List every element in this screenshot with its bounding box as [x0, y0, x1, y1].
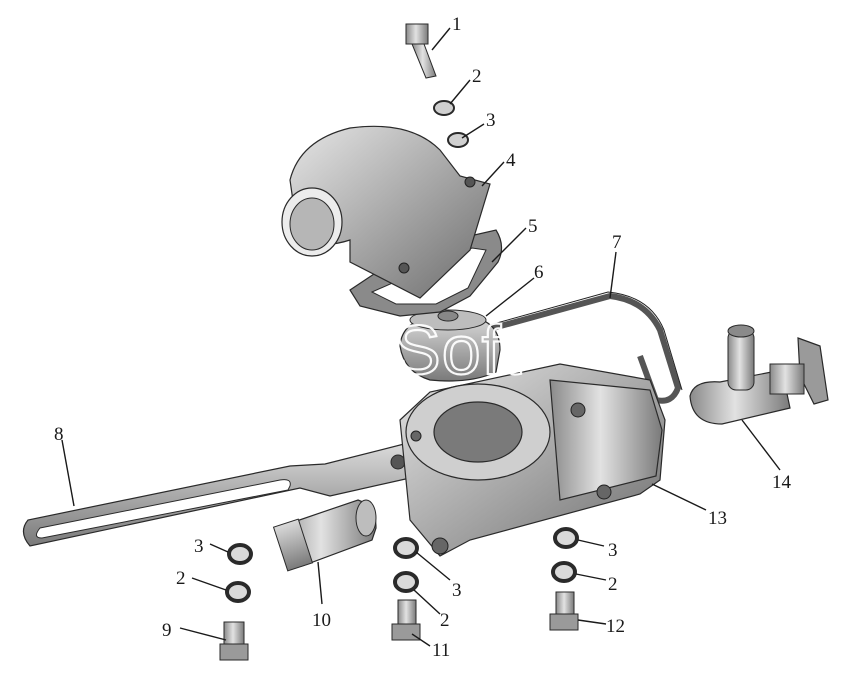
- part-12-bolt: [549, 591, 579, 631]
- callout-5: 5: [528, 216, 538, 237]
- leader-lines: [61, 27, 781, 647]
- callout-7: 7: [612, 232, 622, 253]
- callout-6: 6: [534, 262, 544, 283]
- part-2-washer-right: [551, 561, 577, 583]
- callout-1: 1: [452, 14, 462, 35]
- part-4-elbow: [281, 125, 491, 299]
- part-2-washer-mid: [393, 571, 419, 593]
- callout-4: 4: [506, 150, 516, 171]
- callout-8: 8: [54, 424, 64, 445]
- part-11-bolt: [391, 599, 421, 641]
- part-3-washer-top: [447, 132, 469, 148]
- callout-2-mid: 2: [440, 610, 450, 631]
- part-3-washer-right: [553, 527, 579, 549]
- callout-13: 13: [708, 508, 727, 529]
- part-2-washer-top: [433, 100, 455, 116]
- part-8-bracket: [22, 443, 411, 547]
- part-1-bolt: [405, 23, 437, 79]
- callout-3-right: 3: [608, 540, 618, 561]
- callout-10: 10: [312, 610, 331, 631]
- part-3-washer-mid: [393, 537, 419, 559]
- callout-9: 9: [162, 620, 172, 641]
- watermark: AutoSoft: [246, 311, 523, 389]
- callout-3-top: 3: [486, 110, 496, 131]
- part-2-washer-left: [225, 581, 251, 603]
- part-3-washer-left: [227, 543, 253, 565]
- callout-labels: 1 2 3 4 5 6 7 8 3 2 10 9 3 2 11 3 2 12 1…: [54, 14, 792, 661]
- callout-3-mid: 3: [452, 580, 462, 601]
- part-13-housing: [399, 363, 666, 557]
- callout-2-right: 2: [608, 574, 618, 595]
- part-6-thermostat: [399, 309, 501, 382]
- callout-3-left: 3: [194, 536, 204, 557]
- callout-12: 12: [606, 616, 625, 637]
- callout-11: 11: [432, 640, 450, 661]
- callout-2-left: 2: [176, 568, 186, 589]
- callout-2-top: 2: [472, 66, 482, 87]
- callout-14: 14: [772, 472, 792, 493]
- part-7-gasket: [485, 291, 683, 404]
- part-10-fitting: [272, 499, 377, 572]
- part-9-bolt: [219, 621, 249, 661]
- part-14-drain-cock: [689, 324, 829, 425]
